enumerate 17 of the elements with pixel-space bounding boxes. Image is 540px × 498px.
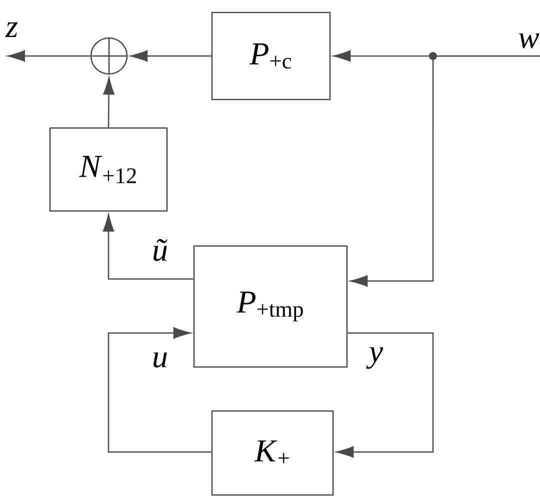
- block-box: P$_{+c}$: [211, 12, 331, 100]
- arrow: [8, 50, 90, 62]
- block-box: K$_{+}$: [211, 410, 334, 496]
- signal-label: z: [5, 22, 18, 37]
- arrow: [130, 50, 212, 62]
- arrow: [102, 214, 194, 280]
- signal-label: w: [518, 33, 540, 48]
- signal-label: y: [366, 347, 384, 369]
- block-box: N$_{+12}$: [49, 127, 168, 212]
- signal-label: u: [154, 352, 167, 368]
- arrow: [350, 55, 540, 287]
- arrow: [108, 327, 212, 453]
- arrow: [103, 77, 114, 128]
- arrow: [336, 332, 434, 458]
- summing-junction: [90, 36, 128, 76]
- signal-label: ũ: [154, 239, 168, 261]
- block-box: P$_{+tmp}$: [193, 245, 348, 368]
